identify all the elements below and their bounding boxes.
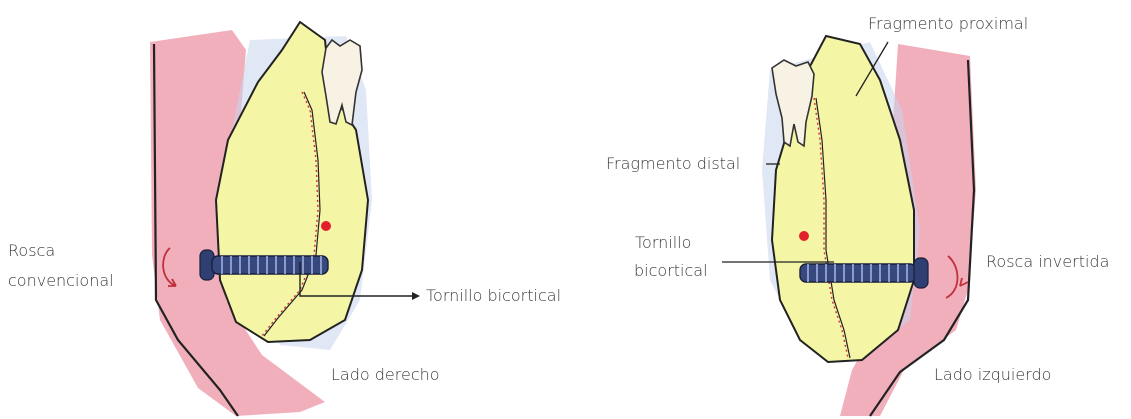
left-panel-drawing [150,22,420,416]
left-foramen-dot [321,221,331,231]
left-screw-leader-arrowhead [412,292,420,300]
left-rosca-label-line2: convencional [8,271,114,291]
right-side-label: Lado izquierdo [934,365,1051,385]
right-screw-label-line1: Tornillo [635,233,691,253]
right-proximal-label: Fragmento proximal [868,14,1028,34]
right-distal-label: Fragmento distal [606,154,740,174]
right-panel-drawing [722,36,976,416]
left-side-label: Lado derecho [331,365,440,385]
right-foramen-dot [799,231,809,241]
left-rosca-label-line1: Rosca [8,241,55,261]
right-screw-label-line2: bicortical [634,261,708,281]
left-screw-label: Tornillo bicortical [426,286,561,306]
right-rosca-label: Rosca invertida [986,252,1109,272]
